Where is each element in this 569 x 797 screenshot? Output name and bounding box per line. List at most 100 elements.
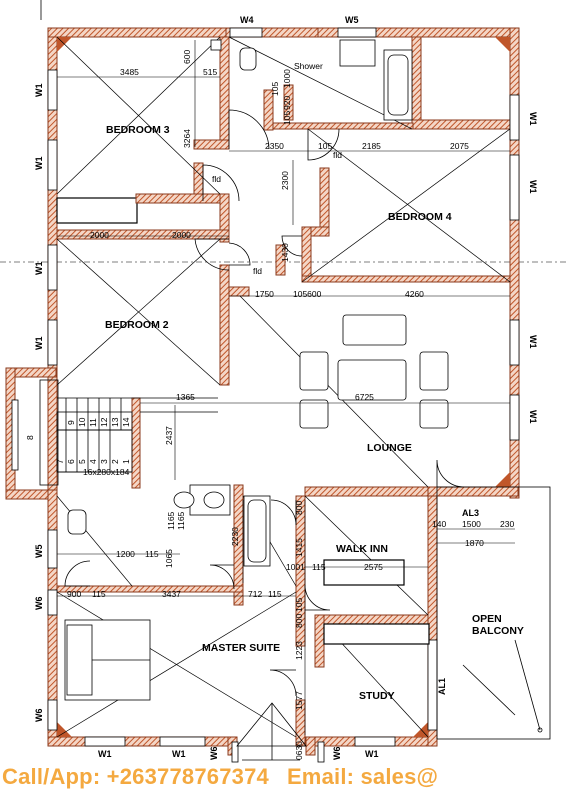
dim-label: 1415: [294, 538, 304, 557]
window-tag-w1-left-a: W1: [34, 84, 44, 98]
stair-number-5: 5: [77, 459, 87, 464]
dim-label: 515: [203, 67, 217, 77]
dim-label: 115: [92, 589, 106, 599]
dim-label: 712: [248, 589, 262, 599]
room-label-bedroom-3: BEDROOM 3: [106, 124, 170, 136]
window-tag-w1-left-c: W1: [34, 262, 44, 276]
dim-label: 2575: [364, 562, 383, 572]
dim-label: 1065: [164, 549, 174, 568]
dim-label: 6725: [355, 392, 374, 402]
room-label-balcony: BALCONY: [472, 625, 524, 637]
window-tag-w5: W5: [345, 15, 359, 25]
window-tag-w6-left-b: W6: [34, 709, 44, 723]
dim-label: 0630: [294, 741, 304, 760]
dim-label: 1200: [116, 549, 135, 559]
dim-label: 1365: [176, 392, 195, 402]
stair-landing-number: 8: [25, 435, 35, 440]
window-tag-w6-left-a: W6: [34, 597, 44, 611]
dim-label: 105: [270, 82, 280, 96]
dim-label: 105: [318, 141, 332, 151]
dim-label: 2350: [265, 141, 284, 151]
room-label-open: OPEN: [472, 613, 502, 625]
dim-label: 2000: [172, 230, 191, 240]
interior-walls: [56, 36, 511, 747]
window-tag-w1-bottom-c: W1: [365, 749, 379, 759]
dim-label: 1750: [255, 289, 274, 299]
dim-label: 1870: [465, 538, 484, 548]
staircase: [39, 379, 218, 486]
floor-drain-note-c: fld: [253, 266, 262, 276]
stair-number-7: 7: [55, 459, 65, 464]
dim-label: 105: [294, 598, 304, 612]
room-diagonals: [56, 36, 511, 738]
dim-label: 140: [432, 519, 446, 529]
stair-number-4: 4: [88, 459, 98, 464]
windows: [11, 27, 520, 763]
dim-label: 1577: [294, 691, 304, 710]
dim-label: 800: [294, 501, 304, 515]
stair-number-14: 14: [121, 417, 131, 427]
dim-label: 3485: [120, 67, 139, 77]
dim-label: 1223: [294, 641, 304, 660]
window-tag-w4: W4: [240, 15, 254, 25]
window-tag-w1-right-d: W1: [528, 410, 538, 424]
dim-label: 230: [500, 519, 514, 529]
dim-label: 105: [282, 111, 292, 125]
dim-label: 920: [282, 96, 292, 110]
dim-label: 2000: [90, 230, 109, 240]
stair-number-13: 13: [110, 417, 120, 427]
stair-number-12: 12: [99, 417, 109, 427]
dim-label: 105600: [293, 289, 322, 299]
dimension-lines: [57, 40, 515, 735]
stair-number-1: 1: [121, 459, 131, 464]
dim-label: 900: [67, 589, 81, 599]
room-label-study: STUDY: [359, 690, 395, 702]
dim-label: 4260: [405, 289, 424, 299]
stair-number-11: 11: [88, 418, 98, 427]
room-label-bedroom-4: BEDROOM 4: [388, 211, 452, 223]
dim-label: 1000: [282, 69, 292, 88]
dim-label: 2185: [362, 141, 381, 151]
window-tag-w1-bottom-a: W1: [98, 749, 112, 759]
balcony: [436, 486, 551, 740]
window-tag-w1-right-a: W1: [528, 112, 538, 126]
dim-label: 2300: [280, 171, 290, 190]
dim-label: 1001: [286, 562, 305, 572]
dim-label: 115: [268, 589, 282, 599]
dim-label: 1165: [166, 511, 176, 530]
window-tag-al1: AL1: [437, 678, 447, 695]
stair-number-6: 6: [66, 459, 76, 464]
floor-drain-note-a: fld: [212, 174, 221, 184]
dim-label: 600: [182, 50, 192, 64]
dim-label: 3264: [182, 129, 192, 148]
room-label-bedroom-2: BEDROOM 2: [105, 319, 169, 331]
window-tag-w6-bottom-b: W6: [332, 747, 342, 761]
doors: [64, 109, 465, 697]
stair-number-10: 10: [77, 417, 87, 427]
room-label-lounge: LOUNGE: [367, 442, 412, 454]
dim-label: 2230: [230, 527, 240, 546]
window-tag-w1-left-b: W1: [34, 157, 44, 171]
dim-label: 1165: [176, 511, 186, 530]
window-tag-w1-bottom-b: W1: [172, 749, 186, 759]
dim-label: 1430: [280, 243, 290, 262]
window-tag-w5-left: W5: [34, 545, 44, 559]
floor-drain-note-b: fld: [333, 150, 342, 160]
contact-email: Email: sales@: [286, 764, 439, 789]
stairs-spec: 16x280x184: [83, 467, 130, 477]
dim-label: 115: [145, 549, 159, 559]
window-tag-w1-left-d: W1: [34, 337, 44, 351]
stair-number-3: 3: [99, 459, 109, 464]
room-label-shower: Shower: [294, 61, 323, 71]
dim-label: 800: [294, 614, 304, 628]
stair-number-2: 2: [110, 459, 120, 464]
room-label-master-suite: MASTER SUITE: [202, 642, 280, 654]
dim-label: 2437: [164, 426, 174, 445]
window-tag-al3: AL3: [462, 508, 479, 518]
window-tag-w1-right-c: W1: [528, 335, 538, 349]
dimension-labels: 3485 515 2350 105 2185 2075 2000 2000 17…: [67, 50, 514, 760]
dim-label: 2075: [450, 141, 469, 151]
dim-label: 115: [312, 562, 326, 572]
